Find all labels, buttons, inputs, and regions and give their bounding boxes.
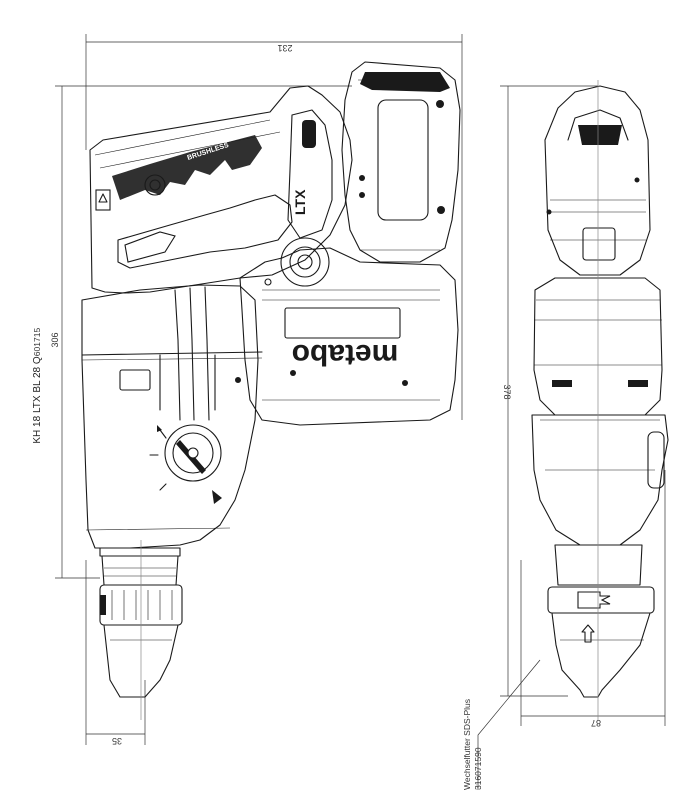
front-view bbox=[531, 80, 669, 720]
dimension-lines bbox=[55, 34, 666, 790]
order-number: 601715 bbox=[32, 328, 42, 357]
dim-length-label: 231 bbox=[277, 43, 292, 53]
brand-logo: metabo bbox=[292, 338, 399, 371]
chuck-caption-line1: Wechselfutter SDS-Plus bbox=[462, 699, 472, 790]
ltx-mark: LTX bbox=[292, 189, 308, 215]
dim-height-right-label: 378 bbox=[502, 384, 512, 399]
dim-height-left-label: 306 bbox=[50, 332, 60, 347]
chuck-caption-line2: 316071590 bbox=[473, 747, 483, 790]
model-name: KH 18 LTX BL 28 Q bbox=[32, 356, 43, 443]
dim-width-label: 87 bbox=[591, 718, 601, 728]
dim-chuck-offset-label: 35 bbox=[112, 736, 122, 746]
side-view: BRUSHLESS LTX metabo bbox=[81, 61, 461, 720]
